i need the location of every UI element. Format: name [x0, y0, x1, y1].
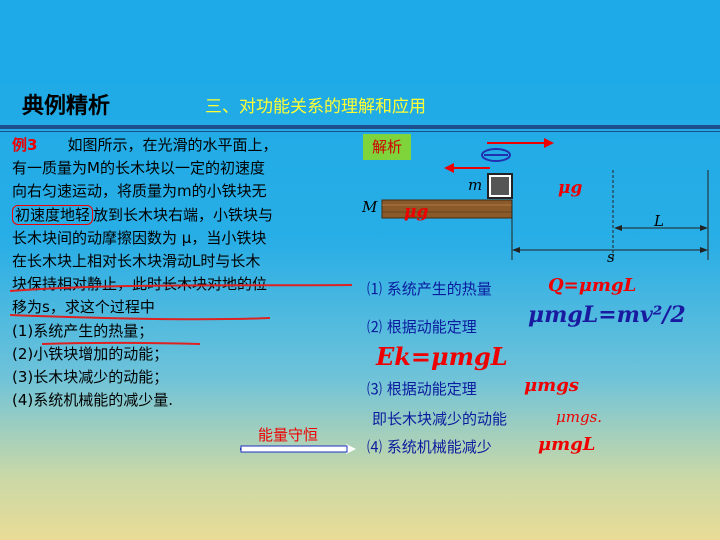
answer-4-label: ⑷ 系统机械能减少 [367, 438, 492, 456]
energy-conservation-label: 能量守恒 [258, 426, 319, 444]
answer-3-formula: μmgs [524, 375, 579, 396]
energy-arrow-head [346, 444, 356, 454]
answer-2-formula: μmgL=mv²/2 [528, 302, 686, 328]
problem-line: 例3 如图所示，在光滑的水平面上， [12, 136, 278, 154]
long-wooden-block [381, 199, 513, 219]
friction-label-large: μg [404, 202, 429, 222]
top-band [0, 0, 720, 85]
answer-2-result: Ek=μmgL [376, 342, 508, 371]
problem-line: 块保持相对静止，此时长木块对地的位 [12, 275, 268, 294]
question-3: (3)长木块减少的动能； [12, 368, 169, 387]
friction-label-small: μg [558, 178, 583, 198]
problem-statement: 例3 如图所示，在光滑的水平面上， 有一质量为M的长木块以一定的初速度 向右匀速… [12, 134, 357, 412]
underline-1 [9, 284, 353, 292]
problem-line: 向右匀速运动，将质量为m的小铁块无 [12, 182, 267, 201]
problem-line: 移为s，求这个过程中 [12, 298, 155, 317]
initial-velocity-circle: 初速度地轻 [12, 204, 94, 225]
problem-line: 有一质量为M的长木块以一定的初速度 [12, 159, 265, 178]
answer-3-label: ⑶ 根据动能定理 [367, 380, 477, 398]
page-title: 典例精析 [22, 94, 111, 119]
section-subtitle: 三、对功能关系的理解和应用 [205, 97, 426, 117]
label-m: m [468, 176, 483, 194]
energy-arrow-body [240, 445, 348, 453]
problem-line: 初速度地轻放到长木块右端，小铁块与 [12, 204, 357, 227]
problem-line: 在长木块上相对长木块滑动L时与长木 [12, 252, 261, 271]
label-M: M [362, 198, 378, 216]
label-L: L [654, 212, 664, 230]
answer-3-conclusion: 即长木块减少的动能 [372, 410, 508, 428]
title-rule [0, 125, 720, 129]
answer-1-label: ⑴ 系统产生的热量 [367, 280, 492, 298]
underline-3 [41, 341, 201, 345]
answer-3-conclusion-formula: μmgs. [556, 408, 603, 426]
answer-4-formula: μmgL [538, 434, 596, 455]
example-number: 例3 [12, 136, 38, 154]
answer-2-label: ⑵ 根据动能定理 [367, 318, 477, 336]
underline-2 [9, 314, 271, 321]
problem-line: 长木块间的动摩擦因数为 μ，当小铁块 [12, 228, 267, 247]
answer-1-formula: Q=μmgL [548, 275, 637, 296]
question-1: (1)系统产生的热量； [12, 321, 154, 340]
question-4: (4)系统机械能的减少量. [12, 391, 174, 410]
title-rule-thin [0, 131, 720, 132]
question-2: (2)小铁块增加的动能； [12, 344, 169, 363]
label-s: s [607, 248, 615, 266]
analysis-tag: 解析 [363, 134, 411, 160]
